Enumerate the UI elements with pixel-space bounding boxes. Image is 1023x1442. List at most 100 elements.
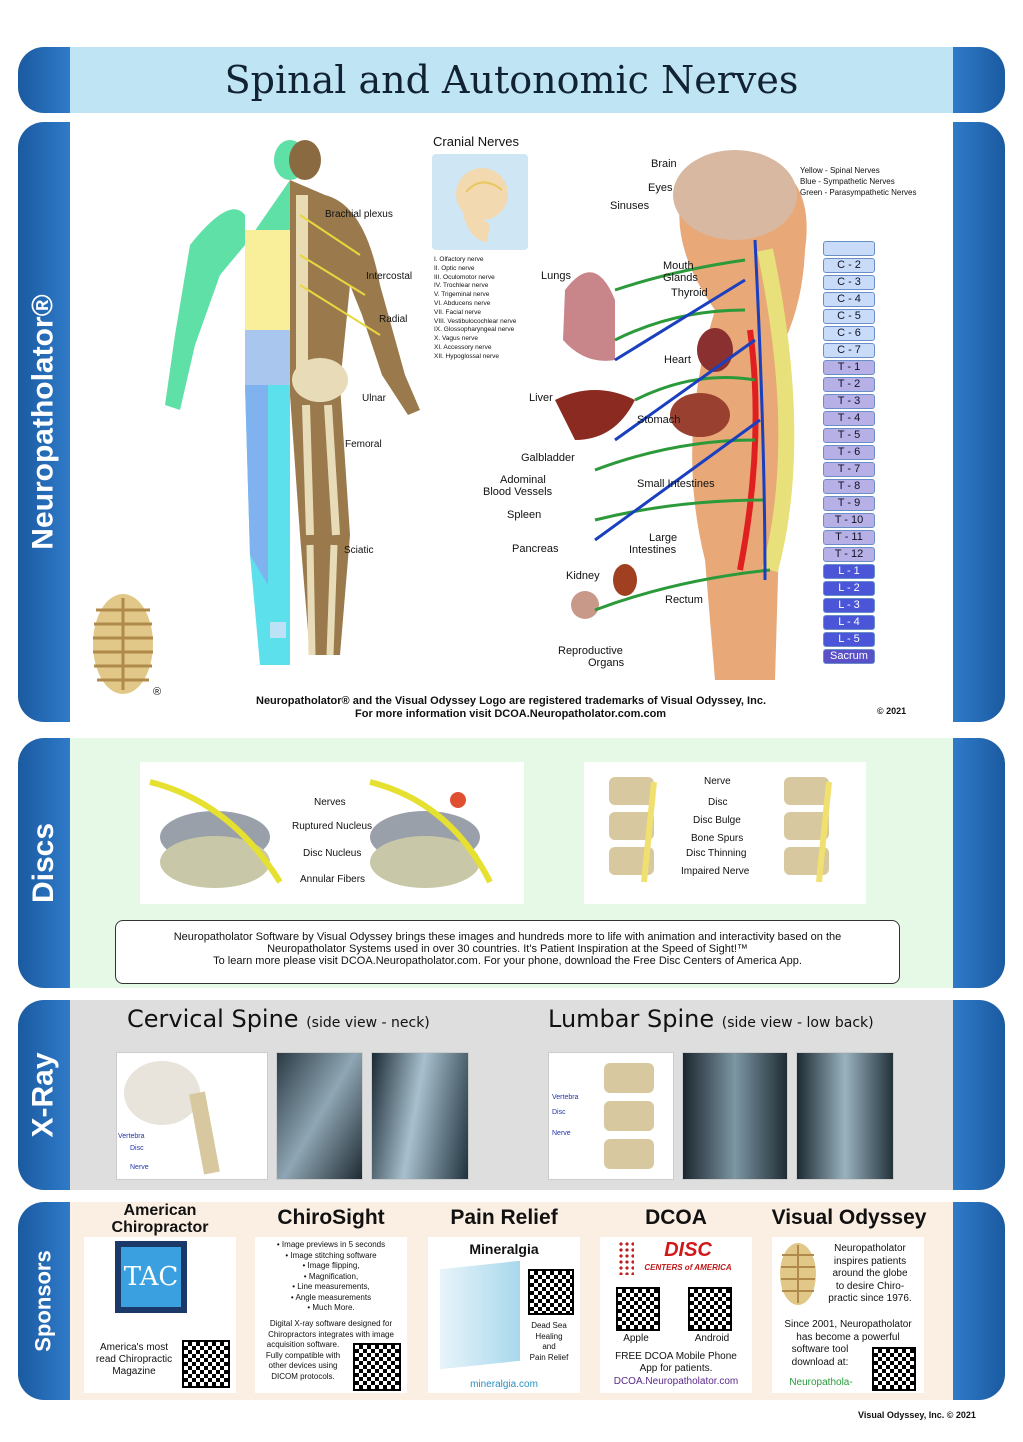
- body-figure: [165, 140, 420, 665]
- organ-pancreas: Pancreas: [512, 543, 559, 555]
- dc-android-qr-code[interactable]: [688, 1287, 732, 1331]
- dc-apple-qr-code[interactable]: [616, 1287, 660, 1331]
- cranial-nerve: VII. Facial nerve: [434, 308, 481, 316]
- cs-text-line: Digital X-ray software designed for: [269, 1319, 393, 1328]
- dc-apple-label[interactable]: Apple: [623, 1333, 649, 1344]
- vertebra-label[interactable]: T - 12: [823, 547, 875, 562]
- cervical-label-nerve: Nerve: [130, 1164, 149, 1171]
- cs-card[interactable]: • Image previews in 5 seconds • Image st…: [255, 1237, 407, 1393]
- vertebra-label[interactable]: C - 3: [823, 275, 875, 290]
- label-impaired-nerve: Impaired Nerve: [681, 866, 750, 877]
- trademark-line1: Neuropatholator® and the Visual Odyssey …: [256, 695, 766, 707]
- organ-glands: Glands: [663, 272, 698, 284]
- vertebra-label[interactable]: Sacrum: [823, 649, 875, 664]
- vertebra-label[interactable]: T - 2: [823, 377, 875, 392]
- vertebra-label[interactable]: L - 4: [823, 615, 875, 630]
- ac-qr-code[interactable]: [182, 1340, 230, 1388]
- xray-tab-label: X-Ray: [27, 1052, 61, 1138]
- vertebra-label[interactable]: T - 6: [823, 445, 875, 460]
- vo-text-top: Neuropatholator inspires patients around…: [820, 1243, 920, 1306]
- vertebra-label[interactable]: T - 4: [823, 411, 875, 426]
- vo-text-line: to desire Chiro-: [835, 1280, 905, 1292]
- vertebra-label[interactable]: T - 3: [823, 394, 875, 409]
- vertebra-label[interactable]: T - 11: [823, 530, 875, 545]
- vo-text-line: software tool: [791, 1344, 849, 1355]
- cs-text-bottom: acquisition software. Fully compatible w…: [255, 1340, 351, 1382]
- footer-copyright: Visual Odyssey, Inc. © 2021: [858, 1410, 976, 1420]
- lumbar-xray-2: [796, 1052, 894, 1180]
- vertebra-label[interactable]: L - 3: [823, 598, 875, 613]
- organ-organs: Organs: [588, 657, 625, 669]
- vertebra-label[interactable]: C - 6: [823, 326, 875, 341]
- cs-qr-code[interactable]: [353, 1343, 401, 1391]
- pr-url[interactable]: mineralgia.com: [470, 1379, 538, 1390]
- vertebra-label[interactable]: T - 10: [823, 513, 875, 528]
- tac-logo-text: TAC: [121, 1247, 181, 1307]
- vertebra-label[interactable]: T - 5: [823, 428, 875, 443]
- xray-tab-right: [953, 1000, 1005, 1190]
- dc-url[interactable]: DCOA.Neuropatholator.com: [613, 1376, 739, 1387]
- vertebra-label[interactable]: T - 9: [823, 496, 875, 511]
- vertebra-label[interactable]: C - 7: [823, 343, 875, 358]
- cervical-label-disc: Disc: [130, 1145, 144, 1152]
- dc-android-label[interactable]: Android: [694, 1333, 730, 1344]
- vo-text-mid: Since 2001, Neuropatholator has become a…: [772, 1319, 924, 1344]
- vo-url[interactable]: Neuropathola-: [789, 1377, 853, 1388]
- label-disc: Disc: [708, 797, 728, 808]
- dc-card[interactable]: DISC CENTERS of AMERICA Apple Android FR…: [600, 1237, 752, 1393]
- vertebra-label[interactable]: L - 2: [823, 581, 875, 596]
- pr-text-line: Pain Relief: [529, 1352, 569, 1362]
- pr-qr-code[interactable]: [528, 1269, 574, 1315]
- neuro-tab: Neuropatholator®: [18, 122, 70, 722]
- cranial-nerve: X. Vagus nerve: [434, 335, 478, 343]
- organ-brain: Brain: [651, 158, 677, 170]
- cs-feature: • Image previews in 5 seconds: [276, 1240, 386, 1249]
- dc-logo-main: DISC: [664, 1239, 712, 1261]
- vertebra-label[interactable]: C - 4: [823, 292, 875, 307]
- label-radial: Radial: [379, 314, 408, 325]
- ac-card[interactable]: TAC America's most read Chiropractic Mag…: [84, 1237, 236, 1393]
- vo-card[interactable]: Neuropatholator inspires patients around…: [772, 1237, 924, 1393]
- vo-qr-code[interactable]: [872, 1347, 916, 1391]
- organ-adrenal: Adominal: [500, 474, 546, 486]
- ac-text-line: America's most: [99, 1342, 169, 1353]
- vertebra-label[interactable]: L - 5: [823, 632, 875, 647]
- lumbar-title: Lumbar Spine: [548, 1005, 715, 1033]
- vo-text-line: download at:: [791, 1356, 849, 1368]
- label-annular-fibers: Annular Fibers: [300, 874, 366, 885]
- cranial-nerve: II. Optic nerve: [434, 264, 475, 272]
- discs-tab-label: Discs: [27, 822, 60, 904]
- registered-mark: ®: [153, 686, 162, 698]
- cranial-title: Cranial Nerves: [433, 134, 519, 149]
- vertebra-label[interactable]: T - 7: [823, 462, 875, 477]
- legend-green: Green - Parasympathetic Nerves: [800, 188, 917, 197]
- pr-card[interactable]: Mineralgia Dead Sea Healing and Pain Rel…: [428, 1237, 580, 1393]
- label-brachial: Brachial plexus: [325, 209, 393, 220]
- sponsors-tab-label: Sponsors: [31, 1250, 56, 1352]
- vertebra-label[interactable]: L - 1: [823, 564, 875, 579]
- dc-text-line1: FREE DCOA Mobile Phone: [615, 1351, 737, 1362]
- pr-text-line: and: [542, 1342, 556, 1351]
- vertebra-label[interactable]: C - 5: [823, 309, 875, 324]
- organ-large: Large: [649, 532, 678, 544]
- vertebra-label[interactable]: C - 2: [823, 258, 875, 273]
- vo-text-line: inspires patients: [833, 1255, 907, 1267]
- head-diagram: [432, 154, 528, 250]
- organ-thyroid: Thyroid: [671, 287, 708, 299]
- cervical-heading: Cervical Spine (side view - neck): [127, 1005, 430, 1033]
- lumbar-label-disc: Disc: [552, 1109, 566, 1116]
- vo-text-line: Neuropatholator: [834, 1243, 906, 1254]
- neuro-tab-label: Neuropatholator®: [27, 294, 61, 550]
- neuro-tab-right: [953, 122, 1005, 722]
- organ-reproductive: Reproductive: [558, 645, 623, 657]
- cranial-nerve: XI. Accessory nerve: [434, 343, 492, 351]
- vo-text-line: practic since 1976.: [828, 1293, 912, 1304]
- vertebra-label[interactable]: T - 1: [823, 360, 875, 375]
- vertebra-label[interactable]: T - 8: [823, 479, 875, 494]
- cs-text-top: Digital X-ray software designed for Chir…: [255, 1319, 407, 1340]
- mineralgia-product: [440, 1260, 520, 1370]
- lumbar-label-vertebra: Vertebra: [552, 1094, 579, 1101]
- discs-tab: Discs: [18, 738, 70, 988]
- pr-text-line: Healing: [535, 1331, 563, 1341]
- trademark-line2: For more information visit DCOA.Neuropat…: [355, 708, 667, 720]
